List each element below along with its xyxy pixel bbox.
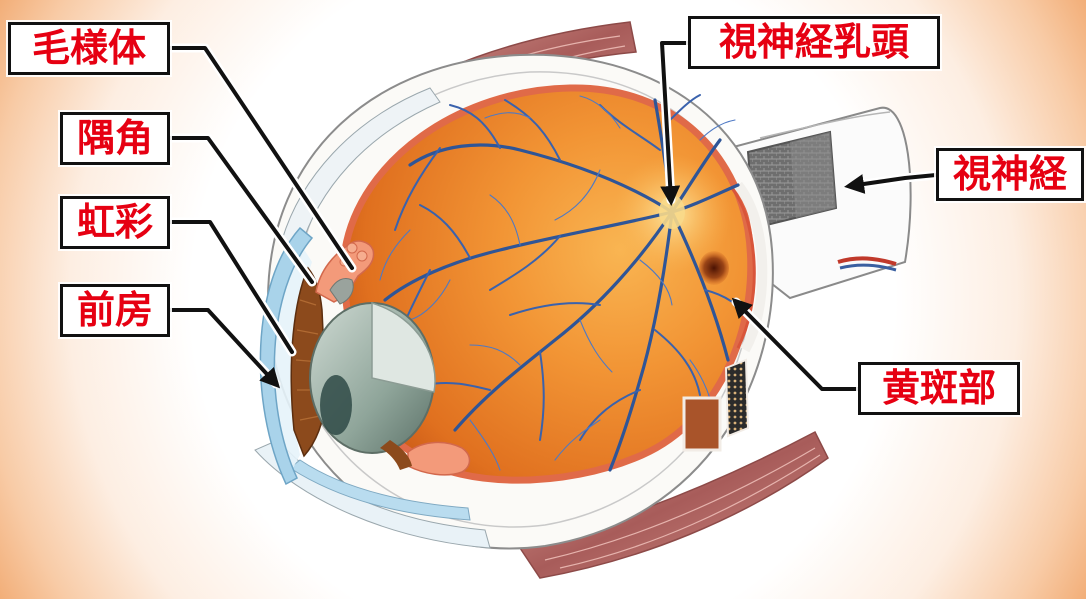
choroid-cut-block — [684, 398, 720, 450]
label-angle: 隅角 — [60, 112, 170, 165]
label-optic-disc-text: 視神経乳頭 — [719, 20, 909, 64]
label-anterior-chamber-text: 前房 — [77, 288, 153, 332]
ciliary-bump — [357, 251, 367, 261]
label-ciliary-body-text: 毛様体 — [32, 26, 146, 70]
optic-nerve-inner-face — [790, 132, 836, 218]
label-anterior-chamber: 前房 — [60, 284, 170, 337]
label-angle-text: 隅角 — [77, 116, 153, 160]
label-optic-nerve-text: 視神経 — [953, 152, 1067, 196]
label-ciliary-body: 毛様体 — [8, 22, 170, 75]
ciliary-bump — [347, 243, 357, 253]
label-iris-text: 虹彩 — [77, 200, 153, 244]
label-optic-nerve: 視神経 — [936, 148, 1084, 201]
macula — [699, 251, 729, 285]
label-iris: 虹彩 — [60, 196, 170, 249]
pupil-shadow — [320, 375, 352, 435]
ciliary-body-lower — [408, 442, 470, 474]
label-macula: 黄斑部 — [858, 362, 1020, 415]
label-macula-text: 黄斑部 — [882, 366, 996, 410]
choroid-cut-grid — [726, 360, 748, 436]
label-optic-disc: 視神経乳頭 — [688, 16, 940, 69]
